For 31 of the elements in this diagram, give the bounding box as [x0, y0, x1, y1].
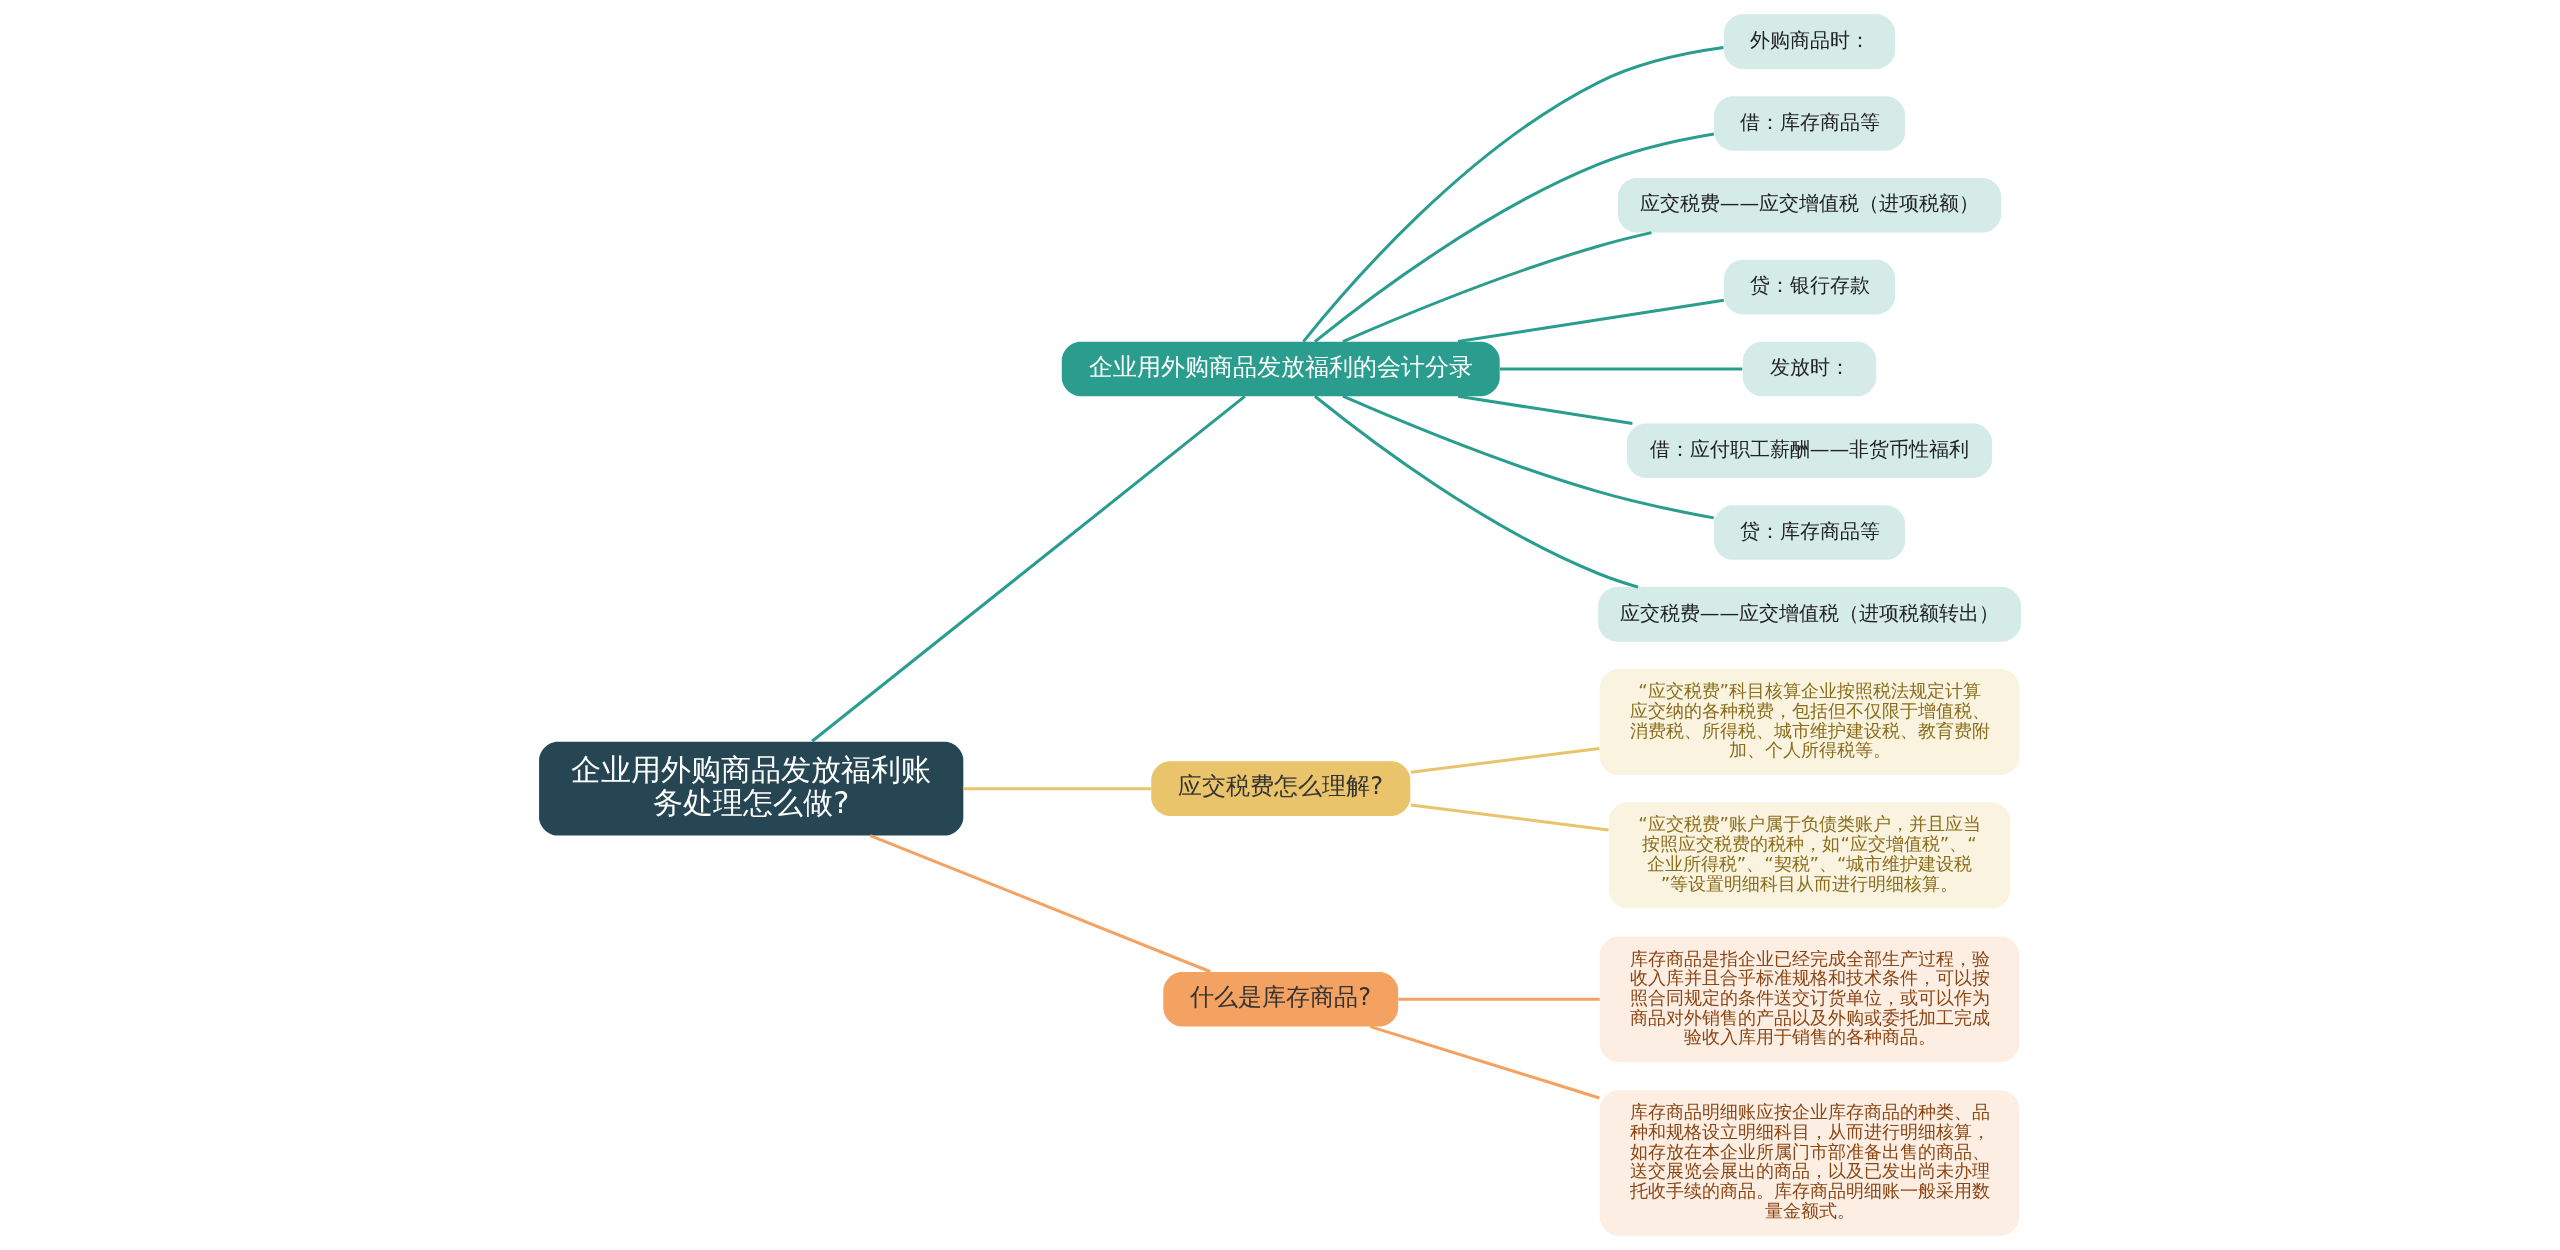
node-box: 应交税费——应交增值税（进项税额）	[1617, 178, 2002, 233]
node-box: 企业用外购商品发放福利的会计分录	[1061, 341, 1500, 397]
node-box: 借：应付职工薪酬——非货币性福利	[1627, 423, 1993, 478]
connector	[1314, 395, 1639, 589]
connector	[1314, 132, 1715, 343]
connector	[963, 787, 1152, 791]
node-box: “应交税费”账户属于负债类账户，并且应当按照应交税费的税种，如“应交增值税”、“企业所得税”、“契税”、“城市维护建设税”等设置明细科目从而进行明细核算。	[1608, 802, 2011, 909]
node-box: 什么是库存商品?	[1163, 972, 1399, 1027]
connector	[1398, 997, 1600, 1001]
connector	[1499, 367, 1743, 371]
node-box: 库存商品是指企业已经完成全部生产过程，验收入库并且合乎标准规格和技术条件，可以按照合同规定的条件送交订货单位，或可以作为商品对外销售的产品以及外购或委托加工完成验收入库用于销售的各种商品。	[1599, 936, 2020, 1063]
connector	[811, 395, 1246, 743]
node-box: 发放时：	[1742, 341, 1877, 397]
connector	[869, 834, 1211, 974]
node-box: 应交税费——应交增值税（进项税额转出）	[1598, 587, 2021, 642]
connector	[1457, 394, 1633, 425]
connector	[1369, 1025, 1600, 1100]
connector	[1342, 394, 1714, 520]
connector	[1342, 231, 1652, 344]
node-box: 应交税费怎么理解?	[1151, 761, 1411, 816]
node-box: 外购商品时：	[1723, 14, 1896, 69]
node-box: 企业用外购商品发放福利账务处理怎么做?	[539, 741, 964, 836]
connector	[1457, 298, 1725, 344]
connector	[1302, 46, 1724, 343]
node-box: 贷：银行存款	[1723, 259, 1896, 315]
connector	[1410, 803, 1609, 832]
node-box: 借：库存商品等	[1714, 96, 1906, 151]
node-box: “应交税费”科目核算企业按照税法规定计算应交纳的各种税费，包括但不仅限于增值税、消费税、所得税、城市维护建设税、教育费附加、个人所得税等。	[1599, 668, 2020, 775]
node-box: 贷：库存商品等	[1714, 505, 1906, 560]
node-box: 库存商品明细账应按企业库存商品的种类、品种和规格设立明细科目，从而进行明细核算，如存放在本企业所属门市部准备出售的商品、送交展览会展出的商品，以及已发出尚未办理托收手续的商品。库存商品明细账一般采用数量金额式。	[1599, 1090, 2020, 1236]
connector	[1410, 746, 1600, 774]
